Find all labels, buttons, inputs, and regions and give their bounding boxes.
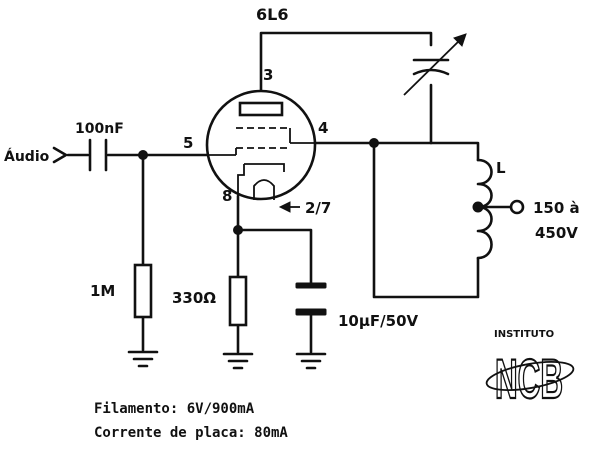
logo-main-text: NCB	[495, 347, 563, 410]
variable-capacitor	[403, 33, 467, 96]
cathode-bypass-capacitor: 10µF/50V	[295, 282, 419, 330]
supply-voltage-line2: 450V	[535, 224, 578, 242]
cathode-resistor: 330Ω	[172, 275, 248, 327]
audio-input: Áudio	[4, 146, 68, 165]
supply-terminal: 150 à 450V	[509, 199, 580, 242]
grid-resistor-label: 1M	[90, 282, 115, 300]
pin-grid-label: 5	[183, 134, 193, 152]
pin-plate-label: 3	[263, 66, 273, 84]
cathode-capacitor-label: 10µF/50V	[338, 312, 419, 330]
ground-bypass	[295, 352, 327, 370]
audio-input-label: Áudio	[4, 148, 50, 165]
pin-screen-label: 4	[318, 119, 328, 137]
logo-top-text: INSTITUTO	[494, 329, 554, 340]
tube-name: 6L6	[256, 5, 288, 24]
supply-voltage-line1: 150 à	[533, 199, 580, 217]
ground-grid	[127, 350, 159, 368]
inductor-label: L	[496, 159, 506, 177]
cathode-resistor-label: 330Ω	[172, 289, 216, 307]
pin-heater-label: 2/7	[305, 199, 331, 217]
pin-cathode-label: 8	[222, 187, 232, 205]
ground-cathode	[222, 352, 254, 370]
filament-note: Filamento: 6V/900mA	[94, 401, 255, 417]
vacuum-tube-6l6: 6L6 3 5 4 8 2/7	[183, 5, 331, 217]
plate-current-note: Corrente de placa: 80mA	[94, 425, 288, 441]
inductor-l: L	[476, 158, 506, 260]
ncb-logo: INSTITUTO NCB	[485, 329, 575, 411]
grid-resistor: 1M	[90, 263, 153, 319]
input-capacitor-label: 100nF	[75, 121, 124, 137]
input-capacitor: 100nF	[75, 121, 124, 172]
